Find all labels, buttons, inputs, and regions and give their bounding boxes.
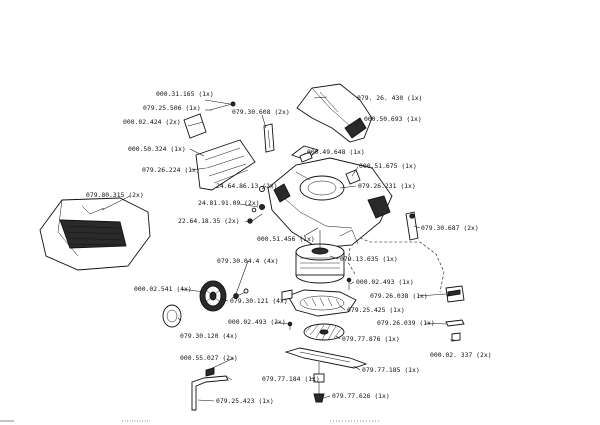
grass-bag bbox=[39, 197, 151, 271]
motor-screw bbox=[346, 277, 352, 290]
label-000-02-337: 000.02. 337 (2x) bbox=[430, 351, 492, 359]
label-079-26-224: 079.26.224 (1x) bbox=[142, 166, 200, 174]
deck-fasteners bbox=[247, 186, 266, 224]
label-24-81-91-09: 24.81.91.09 (2x) bbox=[198, 199, 260, 207]
label-079-77-626: 079.77.626 (1x) bbox=[332, 392, 390, 400]
handle-mount-plate bbox=[195, 139, 256, 191]
label-000-55-027: 000.55.027 (2x) bbox=[180, 354, 238, 362]
wheel-hubcap bbox=[162, 304, 182, 328]
wheel bbox=[199, 280, 227, 312]
wheel-bolt bbox=[231, 288, 249, 299]
bracket-small bbox=[281, 289, 293, 301]
label-079-80-315: 079.80.315 (2x) bbox=[86, 191, 144, 199]
label-000-51-675: 000.51.675 (1x) bbox=[359, 162, 417, 170]
label-079-30-120: 079.30.120 (4x) bbox=[180, 332, 238, 340]
label-079-26-038: 079.26.038 (1x) bbox=[370, 292, 428, 300]
label-079-30-608: 079.30.608 (2x) bbox=[232, 108, 290, 116]
label-079-26-430: 079. 26. 430 (1x) bbox=[357, 94, 422, 102]
label-079-30-121: 079.30.121 (4x) bbox=[230, 297, 288, 305]
handle-bolt bbox=[263, 123, 275, 153]
label-000-02-493-a: 000.02.493 (1x) bbox=[356, 278, 414, 286]
impeller-screw bbox=[287, 321, 293, 330]
lower-handle-bar bbox=[191, 375, 233, 411]
switch-box bbox=[445, 285, 465, 303]
leader-lines bbox=[101, 96, 455, 402]
height-adjust-lever bbox=[405, 211, 419, 241]
label-079-26-039: 079.26.039 (1x) bbox=[377, 319, 435, 327]
label-24-64-86-13: 24.64.86.13 (2x) bbox=[216, 182, 278, 190]
label-079-30-044: 079.30.04.4 (4x) bbox=[217, 257, 279, 265]
grass-box-lid bbox=[296, 83, 373, 143]
cable-strip bbox=[445, 319, 465, 327]
fan-impeller bbox=[303, 323, 345, 341]
label-079-77-184: 079.77.184 (1x) bbox=[262, 375, 320, 383]
cable-clip bbox=[183, 113, 207, 139]
cutting-blade bbox=[284, 347, 368, 369]
label-079-30-687: 079.30.687 (2x) bbox=[421, 224, 479, 232]
deck-washer bbox=[299, 151, 313, 163]
label-000-02-493-b: 000.02.493 (2x) bbox=[228, 318, 286, 326]
mower-deck-housing bbox=[267, 157, 393, 249]
label-22-64-18-35: 22.64.18.35 (2x) bbox=[178, 217, 240, 225]
label-079-77-876: 079.77.876 (1x) bbox=[342, 335, 400, 343]
cooling-fan-housing bbox=[287, 289, 357, 317]
label-079-13-635: 079.13.635 (1x) bbox=[340, 255, 398, 263]
label-079-26-231: 079.26.231 (1x) bbox=[358, 182, 416, 190]
label-079-25-423: 079.25.423 (1x) bbox=[216, 397, 274, 405]
label-000-50-324: 000.50.324 (1x) bbox=[128, 145, 186, 153]
label-000-02-424: 000.02.424 (2x) bbox=[123, 118, 181, 126]
blade-bolt bbox=[313, 382, 325, 403]
label-000-50-693: 000.50.693 (1x) bbox=[364, 115, 422, 123]
label-000-02-541: 000.02.541 (4x) bbox=[134, 285, 192, 293]
part-number-labels: 000.31.165 (1x) 079.25.506 (1x) 000.02.4… bbox=[86, 90, 492, 405]
label-000-31-165: 000.31.165 (1x) bbox=[156, 90, 214, 98]
label-000-49-648: 000.49.648 (1x) bbox=[307, 148, 365, 156]
label-000-51-456: 000.51.456 (1x) bbox=[257, 235, 315, 243]
label-079-25-506: 079.25.506 (1x) bbox=[143, 104, 201, 112]
screw-pin-top bbox=[209, 101, 236, 111]
label-079-25-425: 079.25.425 (1x) bbox=[347, 306, 405, 314]
label-079-77-185: 079.77.185 (1x) bbox=[362, 366, 420, 374]
cable-clip-right bbox=[451, 332, 461, 342]
cable-dashed bbox=[347, 237, 445, 293]
motor bbox=[295, 230, 345, 284]
deck-spring bbox=[345, 169, 361, 185]
